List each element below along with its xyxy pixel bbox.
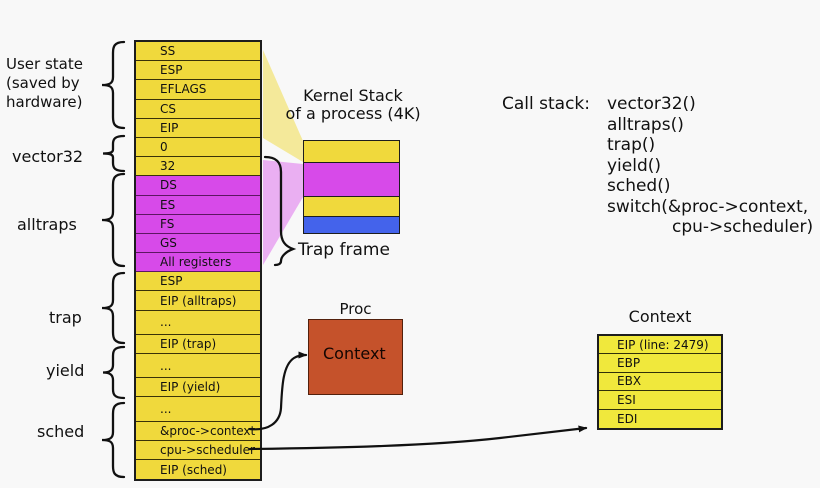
stack-row: ... (136, 310, 260, 335)
stack-row: EIP (136, 118, 260, 138)
sched-brace (101, 401, 126, 479)
context-table-title: Context (628, 307, 692, 326)
alltraps-brace (101, 172, 126, 268)
stack-row: ... (136, 397, 260, 422)
context-row: ESI (599, 391, 721, 410)
kernel-stack-section-blue (303, 216, 400, 234)
stack-row: ... (136, 354, 260, 379)
stack-row: All registers (136, 253, 260, 273)
call-stack-line: switch(&proc->context, (607, 196, 809, 217)
stack-row: DS (136, 176, 260, 196)
stack-row: 32 (136, 157, 260, 177)
stack-row: EIP (sched) (136, 459, 260, 480)
proc-box: Context (308, 319, 403, 395)
stack-row: EIP (yield) (136, 378, 260, 398)
kernel-stack-section-yellow (303, 196, 400, 217)
context-row: EDI (617, 411, 638, 426)
user-state-brace (101, 40, 126, 130)
trap-label: trap (49, 308, 82, 327)
vector32-label: vector32 (12, 147, 84, 166)
stack-row: ESP (136, 61, 260, 81)
call-stack-label: Call stack: (502, 94, 590, 114)
yield-brace (102, 345, 126, 400)
call-stack-line: cpu->scheduler) (672, 217, 814, 237)
stack-row: ESP (136, 272, 260, 292)
trap-frame-label: Trap frame (298, 240, 390, 260)
call-stack-line: alltraps() (607, 114, 684, 135)
stack-row: SS (136, 42, 260, 62)
stack-row: CS (136, 99, 260, 119)
scheduler-context-arrow (248, 425, 588, 451)
stack-row: &proc->context (136, 421, 260, 441)
kernel-stack-box (303, 140, 400, 234)
call-stack-line: vector32() (607, 94, 696, 114)
stack-row: EFLAGS (136, 80, 260, 100)
call-stack-line: trap() (607, 135, 656, 155)
kernel-stack-section-yellow (303, 140, 400, 163)
call-stack-line: sched() (607, 176, 671, 196)
context-row: EBX (599, 373, 721, 392)
sched-label: sched (37, 422, 85, 441)
stack-row: 0 (136, 137, 260, 158)
yield-label: yield (46, 361, 85, 380)
vector32-brace (102, 134, 126, 173)
stack-row: cpu->scheduler (136, 440, 260, 460)
kernel-stack-section-magenta (303, 162, 400, 197)
stack-row: ES (136, 195, 260, 215)
trap-frame-brace (263, 155, 297, 267)
context-row: EBP (599, 354, 721, 373)
stack-row: FS (136, 214, 260, 234)
stack-row: GS (136, 233, 260, 254)
proc-context-field: Context (323, 344, 386, 363)
stack-row: EIP (trap) (136, 334, 260, 354)
trap-frame-beam (263, 160, 303, 265)
stack-row: EIP (alltraps) (136, 291, 260, 311)
trap-brace (101, 271, 126, 345)
proc-title: Proc (339, 300, 372, 318)
alltraps-label: alltraps (17, 215, 77, 234)
call-stack-list: vector32()alltraps()trap()yield()sched()… (607, 94, 813, 238)
user-state-label: User state (saved by hardware) (6, 55, 83, 111)
context-row: EIP (line: 2479) (599, 336, 721, 355)
kernel-stack-title: Kernel Stack of a process (4K) (285, 86, 421, 123)
call-stack-line: yield() (607, 155, 662, 176)
